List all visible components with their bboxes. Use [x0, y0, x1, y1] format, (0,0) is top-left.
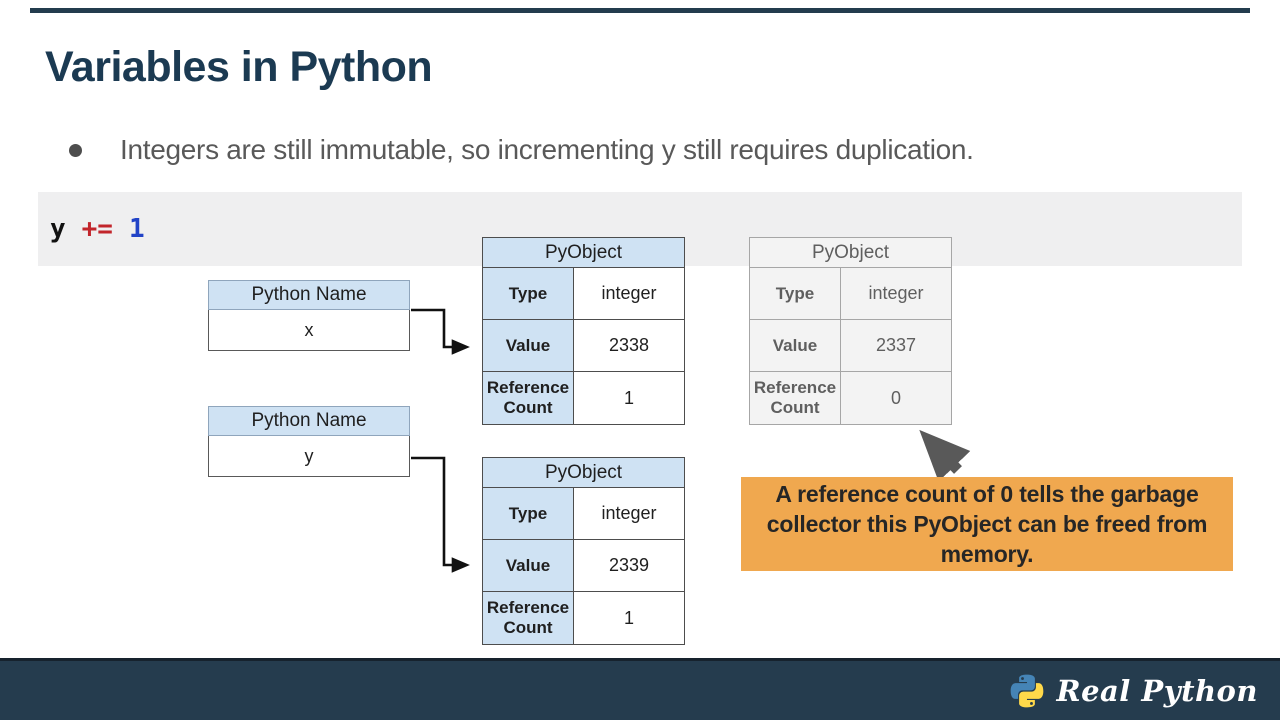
- python-name-value: x: [208, 310, 410, 351]
- pyobject-title: PyObject: [483, 458, 684, 488]
- pyobject-title: PyObject: [750, 238, 951, 268]
- table-row: Type integer: [750, 268, 951, 320]
- python-name-box-y: Python Name y: [208, 406, 410, 477]
- table-row: Reference Count 0: [750, 372, 951, 424]
- table-row: Value 2338: [483, 320, 684, 372]
- row-label: Type: [483, 488, 574, 540]
- callout-text-after: tells the garbage collector this PyObjec…: [766, 481, 1208, 567]
- callout-text: A reference count of 0 tells the garbage…: [761, 479, 1213, 569]
- python-name-box-x: Python Name x: [208, 280, 410, 351]
- row-value: 2338: [574, 320, 684, 372]
- python-name-header: Python Name: [208, 280, 410, 310]
- garbage-arrow-icon: [919, 429, 971, 482]
- row-value: integer: [574, 488, 684, 540]
- row-label: Value: [483, 540, 574, 592]
- pyobject-table-2337-garbage: PyObject Type integer Value 2337 Referen…: [749, 237, 952, 425]
- row-label: Value: [750, 320, 841, 372]
- row-value: 1: [574, 372, 684, 424]
- table-row: Value 2337: [750, 320, 951, 372]
- pyobject-title: PyObject: [483, 238, 684, 268]
- footer-bar: Real Python: [0, 658, 1280, 720]
- top-accent-bar: [30, 8, 1250, 13]
- pointer-arrow-x: [411, 308, 470, 355]
- row-label: Type: [483, 268, 574, 320]
- python-logo-icon: [1011, 674, 1044, 707]
- pointer-arrow-y: [411, 456, 470, 573]
- table-row: Type integer: [483, 268, 684, 320]
- python-name-header: Python Name: [208, 406, 410, 436]
- row-value: 0: [841, 372, 951, 424]
- row-label: Type: [750, 268, 841, 320]
- callout-bold-zero: 0: [1000, 481, 1013, 507]
- row-label: Reference Count: [483, 592, 574, 644]
- callout-text-before: A reference count of: [775, 481, 1001, 507]
- brand-name: Real Python: [1056, 673, 1258, 708]
- page-title: Variables in Python: [45, 43, 433, 91]
- code-token-operator: +=: [81, 214, 113, 244]
- row-value: integer: [574, 268, 684, 320]
- table-row: Reference Count 1: [483, 592, 684, 644]
- row-value: integer: [841, 268, 951, 320]
- row-value: 1: [574, 592, 684, 644]
- garbage-collector-callout: A reference count of 0 tells the garbage…: [741, 477, 1233, 571]
- bullet-text: Integers are still immutable, so increme…: [120, 134, 974, 165]
- code-token-number: 1: [128, 214, 145, 244]
- row-label: Reference Count: [750, 372, 841, 424]
- row-label: Reference Count: [483, 372, 574, 424]
- row-value: 2339: [574, 540, 684, 592]
- row-label: Value: [483, 320, 574, 372]
- row-value: 2337: [841, 320, 951, 372]
- bullet-dot-icon: [69, 144, 82, 157]
- pyobject-table-2338: PyObject Type integer Value 2338 Referen…: [482, 237, 685, 425]
- python-name-value: y: [208, 436, 410, 477]
- table-row: Type integer: [483, 488, 684, 540]
- code-token-variable: y: [50, 214, 66, 244]
- table-row: Reference Count 1: [483, 372, 684, 424]
- pyobject-table-2339: PyObject Type integer Value 2339 Referen…: [482, 457, 685, 645]
- table-row: Value 2339: [483, 540, 684, 592]
